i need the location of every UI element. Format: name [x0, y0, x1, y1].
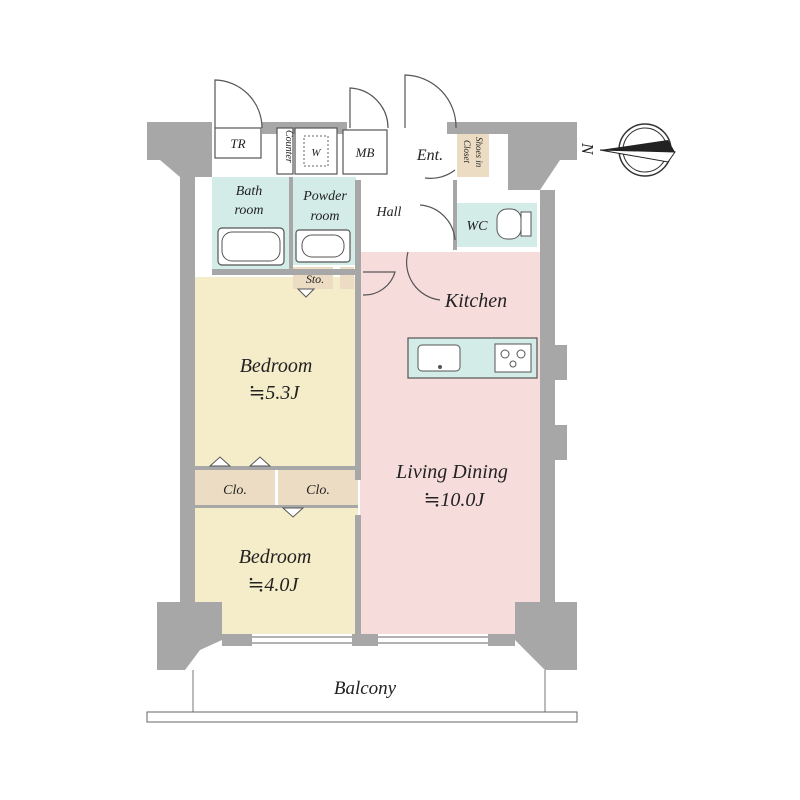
living-dining-size: ≒10.0J	[424, 489, 486, 511]
compass-north-label: N	[578, 142, 597, 156]
living-dining-area	[360, 252, 543, 634]
closet-2-label: Clo.	[306, 483, 330, 498]
toilet-icon	[496, 208, 532, 240]
washbasin-icon	[295, 229, 351, 263]
entrance-label: Ent.	[416, 147, 443, 164]
tr-label: TR	[230, 136, 245, 151]
bedroom-1-size: ≒5.3J	[249, 382, 301, 404]
balcony-label: Balcony	[334, 678, 397, 699]
bedroom-1-area	[195, 277, 358, 466]
powder-room-label-2: room	[310, 209, 339, 224]
hall-label: Hall	[376, 205, 402, 220]
powder-room-label-1: Powder	[302, 189, 347, 204]
closet-1-area	[195, 470, 275, 505]
stove-icon	[494, 343, 532, 373]
closet-1-label: Clo.	[223, 483, 247, 498]
bedroom-2-label: Bedroom	[239, 546, 312, 568]
balcony	[146, 670, 578, 723]
bath-room-label-2: room	[234, 203, 263, 218]
mb-label: MB	[355, 145, 375, 160]
hall-area	[360, 180, 453, 252]
living-dining-label: Living Dining	[395, 461, 508, 483]
windows	[196, 200, 488, 644]
kitchen-label: Kitchen	[444, 290, 507, 312]
washer-label: W	[311, 147, 321, 159]
shoes-closet-label-2: Closet	[462, 140, 472, 164]
bathtub-icon	[217, 227, 285, 266]
bedroom-1-label: Bedroom	[240, 355, 313, 377]
counter-label: Counter	[283, 130, 294, 163]
bedroom-2-area	[195, 507, 358, 634]
door-arcs	[214, 74, 457, 301]
shoes-closet-label-1: Shoes in	[474, 137, 484, 168]
walls	[147, 122, 577, 670]
wc-label: WC	[467, 219, 489, 234]
shoes-closet-area	[457, 133, 489, 177]
tr-box	[214, 127, 262, 159]
mb-box	[342, 129, 388, 175]
closet-2-area	[278, 470, 358, 505]
bath-room-label-1: Bath	[236, 184, 262, 199]
closet-door-marks	[208, 288, 316, 518]
bedroom-2-size: ≒4.0J	[248, 574, 300, 596]
storage-label: Sto.	[306, 272, 324, 286]
counter-box	[276, 127, 294, 175]
compass-icon	[599, 123, 676, 177]
